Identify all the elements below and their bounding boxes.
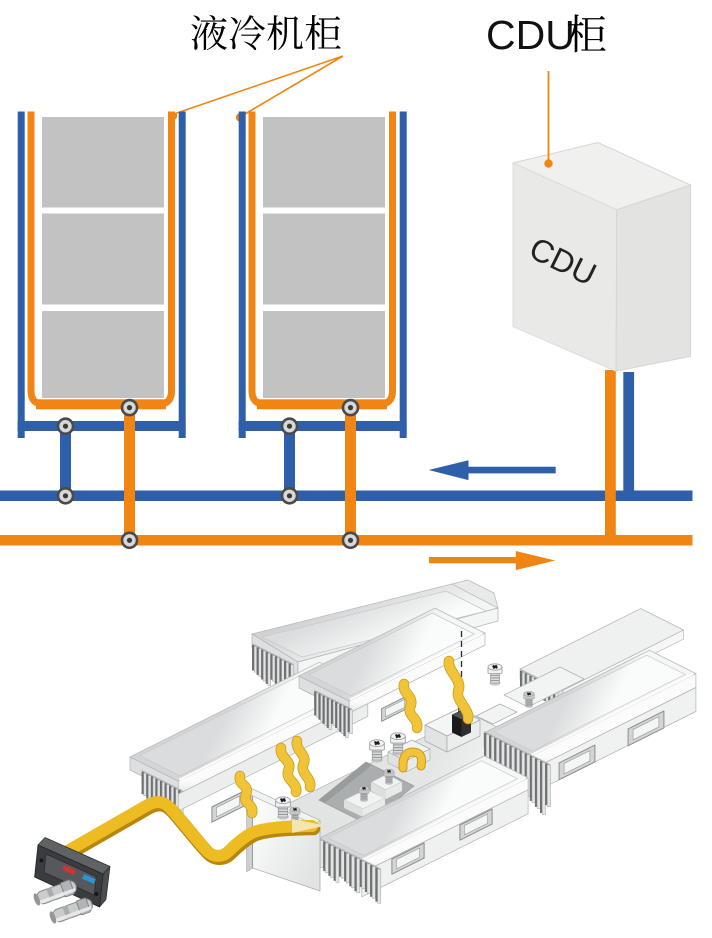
svg-text:CDU: CDU <box>486 12 575 58</box>
